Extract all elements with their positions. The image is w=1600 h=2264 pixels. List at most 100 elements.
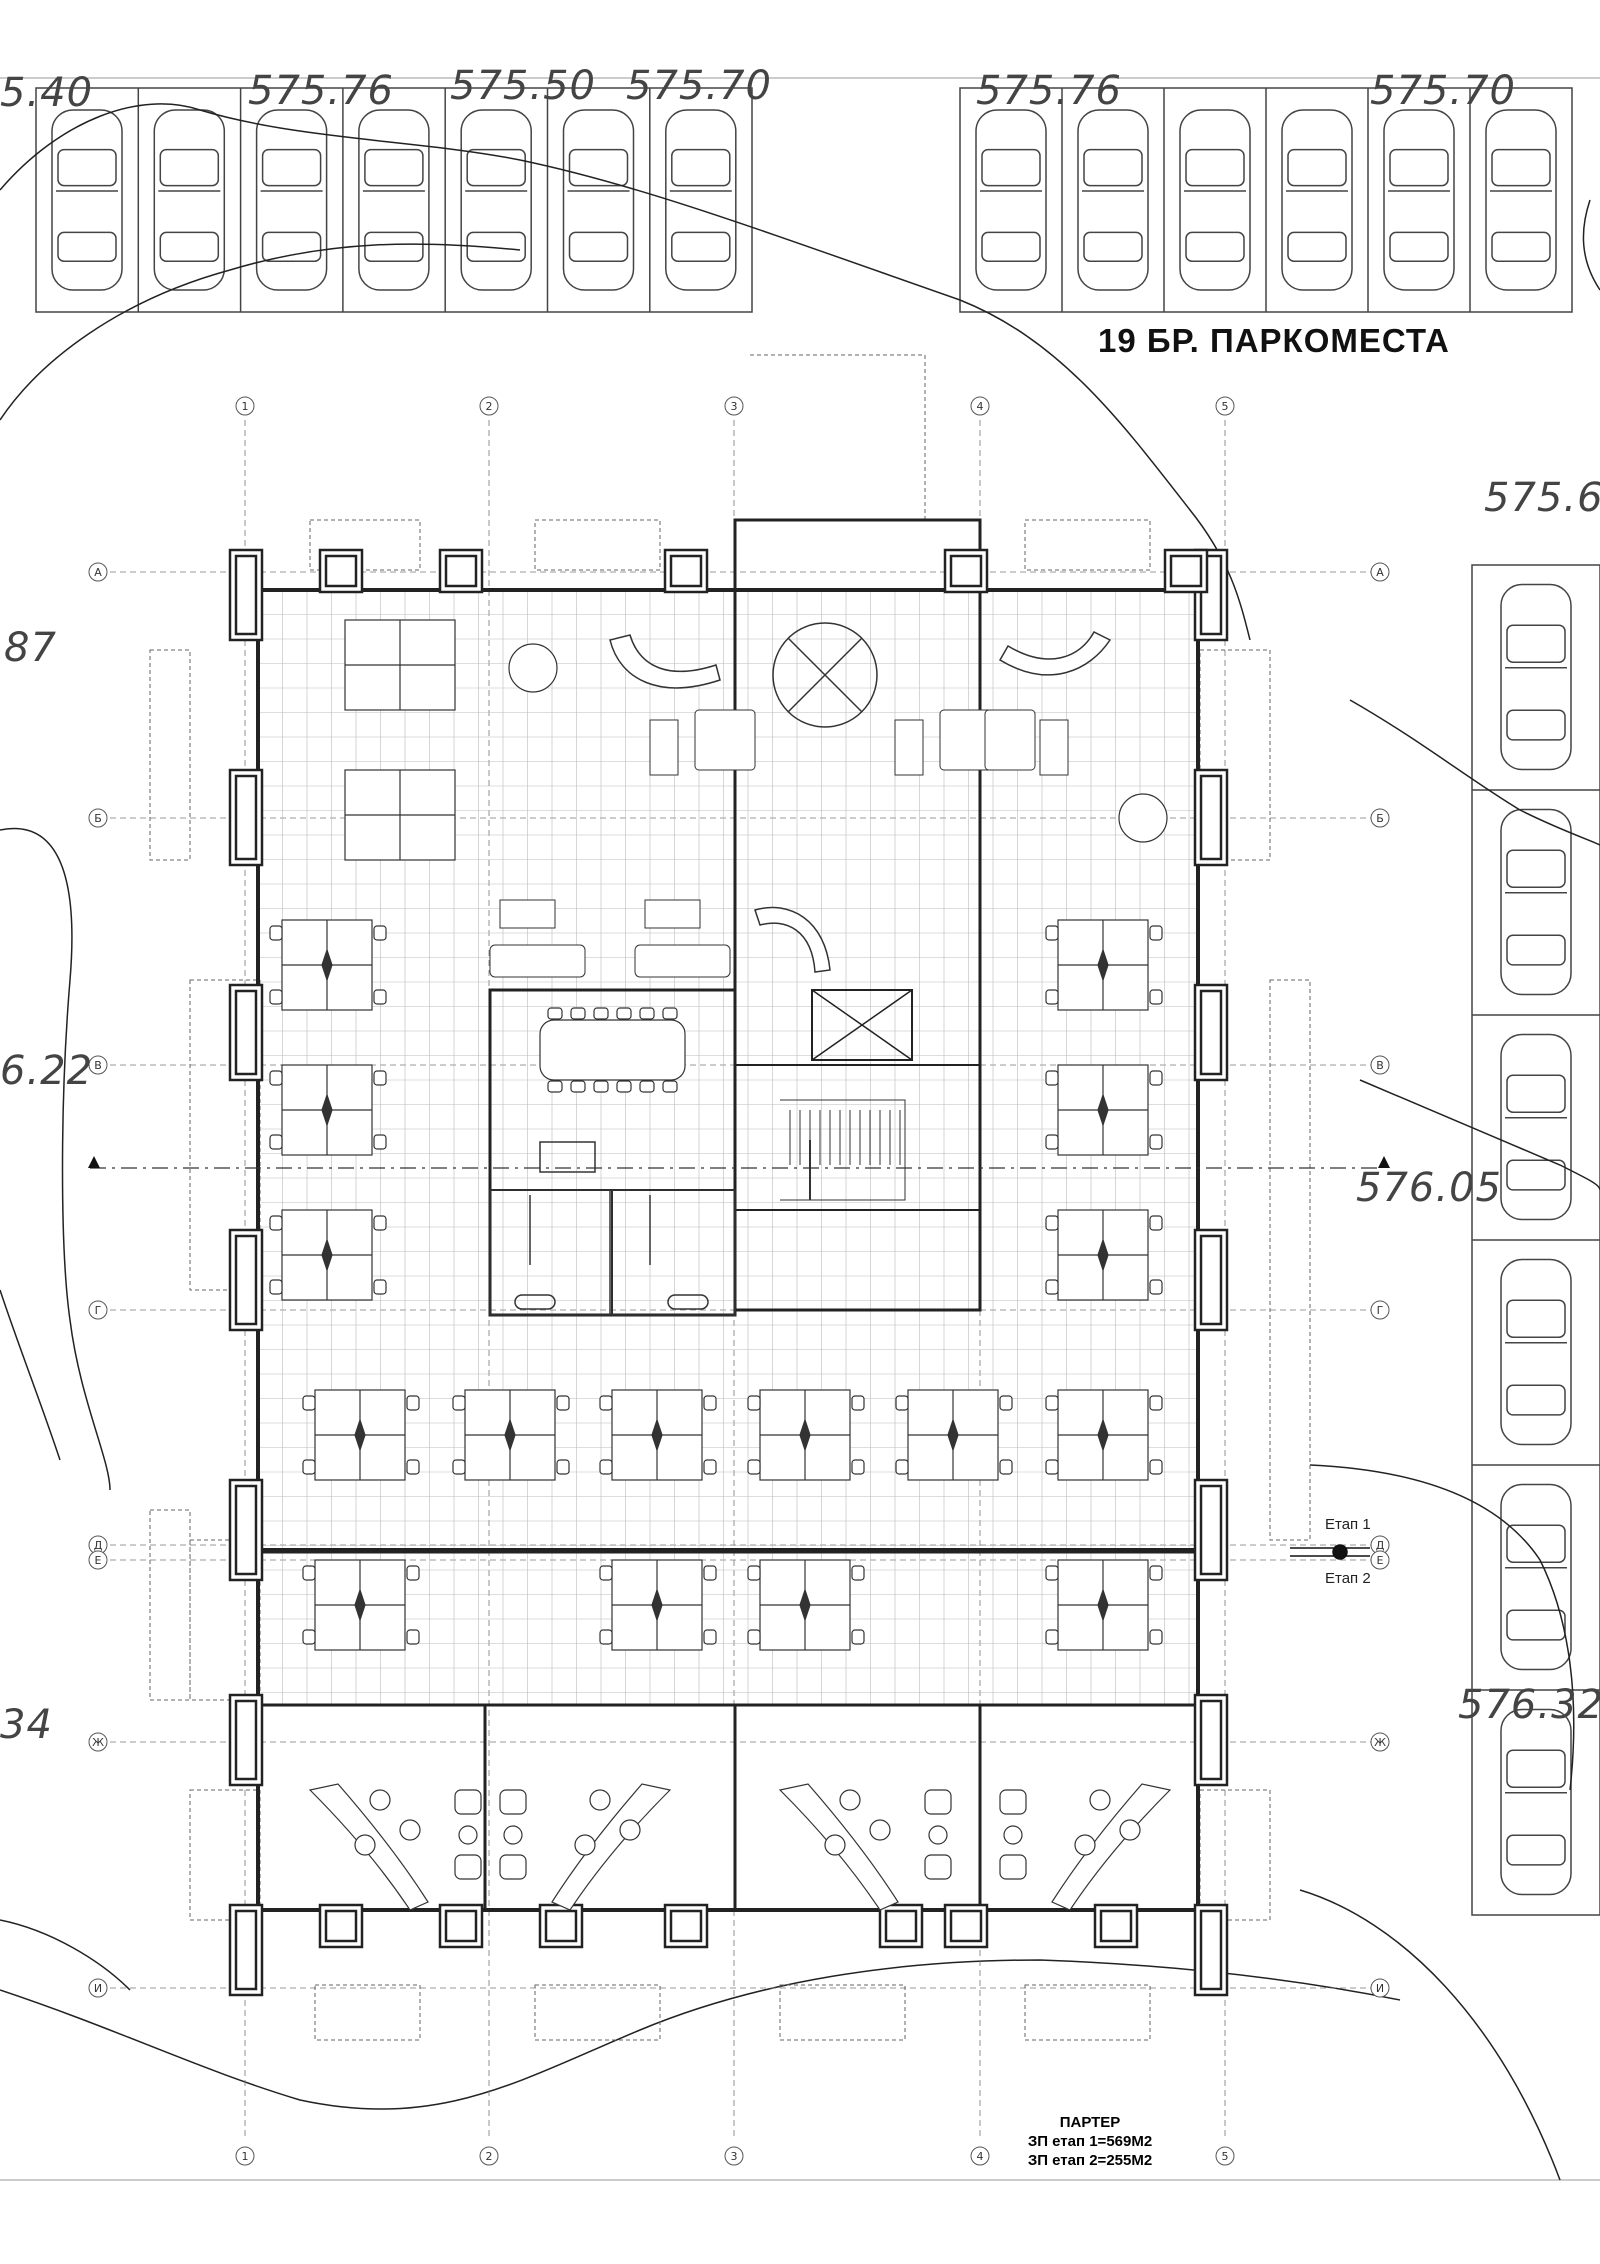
svg-text:1: 1 <box>242 2150 249 2163</box>
elevation-label: 576.32 <box>1458 1682 1600 1728</box>
parking-count-title: 19 БР. ПАРКОМЕСТА <box>1098 322 1450 359</box>
car-icon <box>665 109 737 291</box>
grid-bubble-column: 1 <box>235 396 255 416</box>
grid-bubble-column: 2 <box>479 396 499 416</box>
area-stage-1: ЗП етап 1=569М2 <box>1027 2133 1153 2150</box>
desk-cluster <box>895 1389 1013 1481</box>
svg-text:Б: Б <box>1376 812 1384 825</box>
elevation-label: 575.50 <box>450 63 596 109</box>
sanitary-rooms <box>489 1141 736 1316</box>
car-icon <box>1500 1258 1572 1446</box>
desk-cluster <box>1045 1064 1163 1156</box>
chair-icon <box>406 1565 420 1581</box>
chair-icon <box>1045 1565 1059 1581</box>
svg-text:2: 2 <box>486 400 493 413</box>
chair-icon <box>1149 1070 1163 1086</box>
sheet-border <box>0 77 1600 2181</box>
car-icon <box>1500 1483 1572 1671</box>
grid-bubble-row: Е <box>1370 1550 1390 1570</box>
chair-icon <box>1149 1459 1163 1475</box>
parking-row-right <box>1471 564 1600 1916</box>
chair-icon <box>373 1215 387 1231</box>
chair-icon <box>1045 1459 1059 1475</box>
elevation-label: 575.76 <box>248 68 394 114</box>
svg-text:В: В <box>1376 1059 1384 1072</box>
chair-icon <box>747 1395 761 1411</box>
grid-bubble-column: 4 <box>970 2146 990 2166</box>
chair-icon <box>1045 1070 1059 1086</box>
svg-text:5: 5 <box>1222 2150 1229 2163</box>
chair-icon <box>556 1395 570 1411</box>
chair-icon <box>1149 989 1163 1005</box>
entrance-rotunda <box>772 622 878 728</box>
chair-icon <box>406 1395 420 1411</box>
car-icon <box>1383 109 1455 291</box>
chair-icon <box>373 989 387 1005</box>
chair-icon <box>452 1459 466 1475</box>
area-notes: ПАРТЕР ЗП етап 1=569М2 ЗП етап 2=255М2 <box>980 2113 1200 2170</box>
car-icon <box>1485 109 1557 291</box>
grid-bubble-row: Ж <box>1370 1732 1390 1752</box>
svg-text:И: И <box>94 1982 102 1995</box>
private-offices <box>308 1783 1172 1911</box>
grid-bubble-row: Г <box>88 1300 108 1320</box>
svg-text:Е: Е <box>1377 1554 1384 1567</box>
chair-icon <box>1045 989 1059 1005</box>
chair-icon <box>851 1395 865 1411</box>
chair-icon <box>703 1395 717 1411</box>
private-office <box>499 1783 672 1911</box>
grid-bubble-column: 1 <box>235 2146 255 2166</box>
chair-icon <box>999 1459 1013 1475</box>
chair-icon <box>373 1279 387 1295</box>
chair-icon <box>1149 1629 1163 1645</box>
svg-text:Д: Д <box>94 1539 103 1552</box>
meeting-table <box>539 1007 686 1093</box>
svg-text:Ж: Ж <box>1374 1736 1386 1749</box>
chair-icon <box>999 1395 1013 1411</box>
grid-bubble-column: 4 <box>970 396 990 416</box>
staircase <box>780 1099 906 1201</box>
desk-cluster <box>599 1389 717 1481</box>
grid-bubble-row: И <box>88 1978 108 1998</box>
desk-cluster <box>269 919 387 1011</box>
chair-icon <box>599 1459 613 1475</box>
svg-text:1: 1 <box>242 400 249 413</box>
grid-bubble-row: А <box>1370 562 1390 582</box>
chair-icon <box>851 1565 865 1581</box>
elevation-label: 6.22 <box>0 1048 94 1094</box>
grid-bubble-row: И <box>1370 1978 1390 1998</box>
desk-cluster <box>1045 919 1163 1011</box>
car-icon <box>1500 808 1572 996</box>
chair-icon <box>851 1459 865 1475</box>
chair-icon <box>1045 925 1059 941</box>
grid-bubble-row: Е <box>88 1550 108 1570</box>
svg-text:Б: Б <box>94 812 102 825</box>
desk-cluster <box>452 1389 570 1481</box>
car-icon <box>1281 109 1353 291</box>
chair-icon <box>1045 1629 1059 1645</box>
floor-name: ПАРТЕР <box>1059 2114 1121 2131</box>
grid-bubble-column: 3 <box>724 396 744 416</box>
chair-icon <box>269 1215 283 1231</box>
svg-text:А: А <box>1376 566 1384 579</box>
section-arrows <box>88 1156 1390 1168</box>
svg-text:И: И <box>1376 1982 1384 1995</box>
grid-bubble-row: В <box>1370 1055 1390 1075</box>
chair-icon <box>556 1459 570 1475</box>
grid-bubble-row: Ж <box>88 1732 108 1752</box>
grid-bubble-row: Б <box>88 808 108 828</box>
desk-row <box>344 619 456 711</box>
desk-cluster <box>269 1209 387 1301</box>
grid-bubble-column: 2 <box>479 2146 499 2166</box>
chair-icon <box>302 1565 316 1581</box>
chair-icon <box>599 1395 613 1411</box>
car-icon <box>51 109 123 291</box>
chair-icon <box>373 925 387 941</box>
svg-text:Г: Г <box>1377 1304 1384 1317</box>
chair-icon <box>703 1565 717 1581</box>
desk-cluster <box>302 1389 420 1481</box>
car-icon <box>1500 1033 1572 1221</box>
car-icon <box>358 109 430 291</box>
svg-text:2: 2 <box>486 2150 493 2163</box>
